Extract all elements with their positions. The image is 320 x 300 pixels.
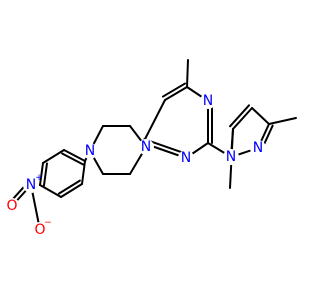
bond (42, 162, 48, 187)
atom-label-n-piperazine-2: N (82, 143, 98, 159)
atom-label-background (23, 177, 39, 193)
atom-label-n-piperazine-1: N (138, 139, 154, 155)
bond (186, 59, 189, 88)
bond (42, 149, 65, 164)
bond (268, 117, 297, 125)
atom-symbol: N (26, 177, 36, 193)
atom-charge: − (44, 218, 52, 228)
bond (81, 160, 86, 185)
atom-symbol: N (181, 150, 191, 166)
atom-symbol: N (253, 140, 263, 156)
bond (161, 82, 186, 98)
atom-symbol: N (203, 93, 213, 109)
bond (142, 99, 166, 144)
atom-label-background (250, 140, 266, 156)
atom-label-background (4, 198, 20, 214)
atom-label-background (223, 149, 239, 165)
bond (60, 183, 83, 198)
atom-symbol: N (226, 149, 236, 165)
bond (39, 184, 62, 198)
atom-label-n-pyr-2: N (178, 150, 194, 166)
atom-label-background (82, 143, 98, 159)
atom-symbol: N (141, 139, 151, 155)
atom-symbol: O (34, 222, 45, 238)
atom-label-o-nitro-1: O− (32, 218, 52, 238)
bond (63, 149, 86, 162)
atom-symbol: O (6, 198, 17, 214)
bond (232, 107, 253, 130)
atom-label-n-pyrazole-2: N (250, 140, 266, 156)
atom-label-o-nitro-2: O (4, 198, 20, 214)
atom-label-background (200, 93, 216, 109)
atom-label-n-nitro: N+ (23, 173, 43, 193)
bond (57, 179, 81, 195)
bond (164, 86, 188, 101)
atom-label-n-pyrazole-1: N (223, 149, 239, 165)
atom-label-background (138, 139, 154, 155)
atom-label-background (178, 150, 194, 166)
atom-charge: + (35, 173, 43, 183)
atom-label-background (32, 222, 48, 238)
atom-label-n-pyr-1: N (200, 93, 216, 109)
bond (229, 104, 251, 128)
atom-symbol: N (85, 143, 95, 159)
bond (251, 107, 270, 125)
bond (39, 162, 44, 186)
bond (61, 152, 85, 166)
